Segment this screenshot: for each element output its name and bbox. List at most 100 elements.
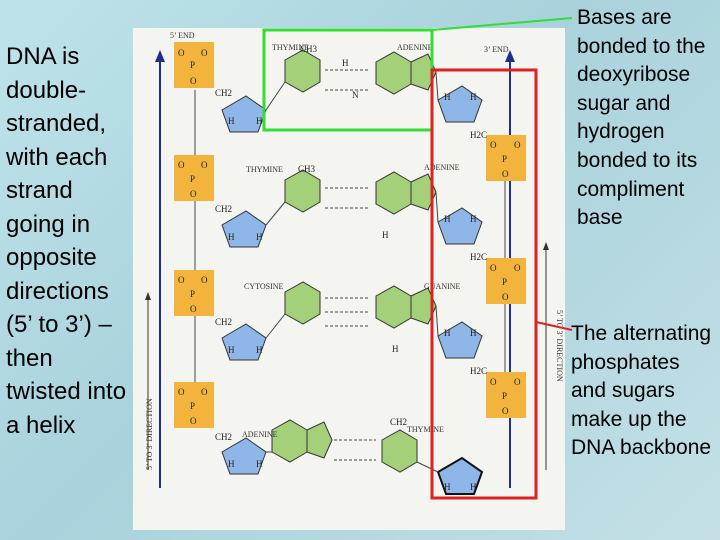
- svg-text:H2C: H2C: [470, 130, 487, 140]
- phosphate-group: P O O O: [174, 382, 214, 428]
- left-caption: DNA is double-stranded, with each strand…: [6, 43, 127, 439]
- glycosidic-bond: [435, 71, 439, 101]
- backbone-caption: The alternating phosphates and sugars ma…: [571, 322, 712, 460]
- glycosidic-bond: [265, 81, 286, 111]
- svg-text:O: O: [178, 275, 185, 285]
- base-label-right: ADENINE: [424, 163, 460, 172]
- base-pair: THYMINE CH3 ADENINE H: [246, 163, 460, 240]
- svg-text:H: H: [228, 232, 235, 242]
- deoxyribose-sugar: CH2 H H: [215, 317, 267, 361]
- svg-text:O: O: [490, 377, 497, 387]
- svg-text:P: P: [502, 277, 507, 287]
- svg-text:H: H: [256, 116, 263, 126]
- phosphate-group: P O O O: [486, 135, 526, 181]
- five-prime-end-label: 5’ END: [170, 31, 195, 40]
- phosphate-group: P O O O: [174, 270, 214, 316]
- base-label-left: THYMINE: [246, 165, 283, 174]
- svg-text:H: H: [228, 345, 235, 355]
- base-pair: THYMINE CH3 ADENINE H N: [272, 43, 437, 100]
- svg-text:H: H: [444, 328, 451, 338]
- base-pair: CYTOSINE GUANINE H: [244, 281, 461, 354]
- base-label-left: THYMINE: [272, 43, 309, 52]
- base-pair: ADENINE THYMINE CH2: [242, 417, 444, 473]
- svg-text:O: O: [190, 76, 197, 86]
- svg-text:H: H: [444, 482, 451, 492]
- svg-text:O: O: [514, 263, 521, 273]
- svg-text:H: H: [256, 345, 263, 355]
- svg-text:CH2: CH2: [390, 417, 407, 427]
- svg-text:H: H: [228, 116, 235, 126]
- phosphate-group: P O O O: [174, 42, 214, 88]
- deoxyribose-sugar: H H H2C: [437, 207, 487, 262]
- three-prime-end-label: 3’ END: [484, 45, 509, 54]
- deoxyribose-sugar: H H: [436, 456, 484, 495]
- svg-text:H2C: H2C: [470, 366, 487, 376]
- svg-text:H: H: [470, 482, 477, 492]
- glycosidic-bond: [435, 191, 439, 223]
- svg-text:CH2: CH2: [215, 204, 232, 214]
- base-label-right: ADENINE: [397, 43, 433, 52]
- svg-text:O: O: [514, 140, 521, 150]
- svg-text:O: O: [190, 416, 197, 426]
- svg-text:CH3: CH3: [300, 44, 318, 54]
- right-direction-label: 5’ TO 3’ DIRECTION: [555, 310, 564, 382]
- svg-text:H2C: H2C: [470, 252, 487, 262]
- small-left-arrow: [145, 292, 151, 470]
- svg-text:H: H: [470, 328, 477, 338]
- svg-text:O: O: [502, 406, 509, 416]
- svg-text:O: O: [178, 160, 185, 170]
- base-label-right: THYMINE: [407, 425, 444, 434]
- bases-caption: Bases are bonded to the deoxyribose suga…: [577, 6, 706, 230]
- svg-text:H: H: [392, 344, 399, 354]
- svg-text:H: H: [444, 214, 451, 224]
- phosphate-group: P O O O: [486, 372, 526, 418]
- glycosidic-bond: [265, 313, 286, 339]
- svg-text:P: P: [190, 174, 195, 184]
- svg-text:P: P: [190, 401, 195, 411]
- svg-text:P: P: [190, 60, 195, 70]
- svg-text:H: H: [342, 58, 349, 68]
- svg-text:O: O: [190, 304, 197, 314]
- svg-text:O: O: [201, 387, 208, 397]
- backbone-highlight-box: [430, 68, 538, 500]
- base-label-left: ADENINE: [242, 430, 278, 439]
- base-label-left: CYTOSINE: [244, 282, 284, 291]
- phosphate-group: P O O O: [486, 258, 526, 304]
- deoxyribose-sugar: CH2 H H: [215, 88, 267, 133]
- svg-text:O: O: [490, 263, 497, 273]
- red-callout-line: [535, 321, 573, 331]
- phosphate-group: P O O O: [174, 155, 214, 201]
- svg-text:O: O: [178, 48, 185, 58]
- base-label-right: GUANINE: [424, 282, 461, 291]
- svg-text:O: O: [502, 169, 509, 179]
- glycosidic-bond: [435, 305, 439, 337]
- small-right-arrow: [543, 242, 549, 470]
- svg-text:O: O: [201, 275, 208, 285]
- glycosidic-bond: [416, 461, 439, 473]
- svg-text:O: O: [201, 48, 208, 58]
- svg-text:CH3: CH3: [298, 164, 316, 174]
- deoxyribose-sugar: H H H2C: [437, 321, 487, 376]
- svg-text:H: H: [382, 230, 389, 240]
- svg-text:O: O: [201, 160, 208, 170]
- left-direction-label: 5’ TO 3’ DIRECTION: [145, 398, 154, 470]
- left-strand-arrow: [155, 50, 165, 488]
- svg-text:O: O: [514, 377, 521, 387]
- svg-text:O: O: [502, 292, 509, 302]
- svg-text:P: P: [190, 289, 195, 299]
- svg-text:H: H: [256, 232, 263, 242]
- svg-text:O: O: [490, 140, 497, 150]
- svg-text:N: N: [352, 90, 359, 100]
- svg-text:P: P: [502, 154, 507, 164]
- svg-text:H: H: [470, 92, 477, 102]
- glycosidic-bond: [265, 201, 286, 226]
- svg-text:CH2: CH2: [215, 317, 232, 327]
- svg-text:H: H: [444, 92, 451, 102]
- svg-text:O: O: [190, 189, 197, 199]
- svg-text:CH2: CH2: [215, 88, 232, 98]
- svg-text:P: P: [502, 391, 507, 401]
- green-callout-line: [431, 17, 573, 31]
- svg-text:H: H: [470, 214, 477, 224]
